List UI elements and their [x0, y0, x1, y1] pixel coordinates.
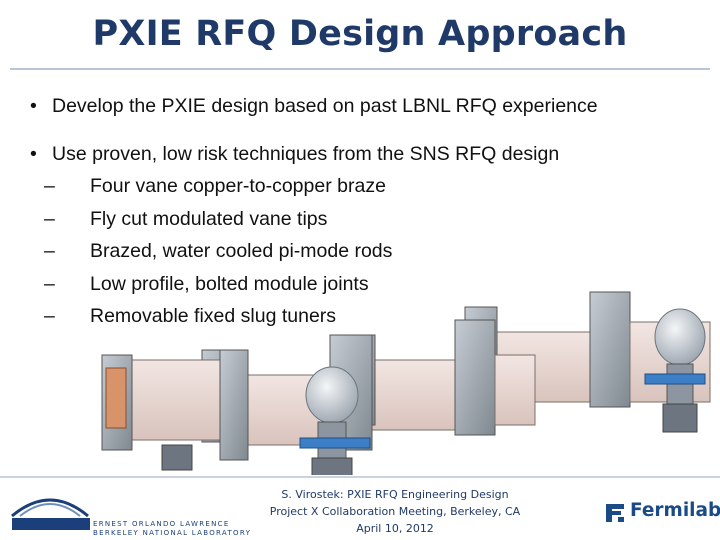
footer-credit: S. Virostek: PXIE RFQ Engineering Design… [230, 486, 560, 537]
bullet-item: Develop the PXIE design based on past LB… [30, 92, 710, 120]
lbnl-logo-icon [11, 498, 90, 530]
sub-bullet-item: Low profile, bolted module joints [30, 268, 710, 301]
slide-title: PXIE RFQ Design Approach [92, 14, 628, 54]
lbnl-line-1: ERNEST ORLANDO LAWRENCE [93, 520, 230, 528]
lbnl-line-2: BERKELEY NATIONAL LABORATORY [93, 529, 252, 537]
sub-bullet-item: Brazed, water cooled pi-mode rods [30, 235, 710, 268]
sub-bullet-item: Four vane copper-to-copper braze [30, 170, 710, 203]
fermilab-logo-icon [604, 502, 626, 524]
bullet-list: Develop the PXIE design based on past LB… [30, 92, 710, 333]
credit-date: April 10, 2012 [356, 522, 434, 535]
credit-author-title: S. Virostek: PXIE RFQ Engineering Design [281, 488, 509, 501]
fermilab-wordmark: Fermilab [630, 500, 720, 521]
rfq-module-1 [101, 349, 249, 471]
credit-meeting: Project X Collaboration Meeting, Berkele… [269, 505, 521, 518]
title-divider [10, 68, 710, 70]
lbnl-wordmark: ERNEST ORLANDO LAWRENCE BERKELEY NATIONA… [93, 520, 251, 538]
sub-bullet-list: Four vane copper-to-copper braze Fly cut… [30, 170, 710, 333]
sub-bullet-item: Fly cut modulated vane tips [30, 203, 710, 236]
footer-divider [0, 476, 720, 478]
bullet-item: Use proven, low risk techniques from the… [30, 140, 710, 168]
rfq-modules-rendering [101, 291, 711, 475]
sub-bullet-item: Removable fixed slug tuners [30, 300, 710, 333]
